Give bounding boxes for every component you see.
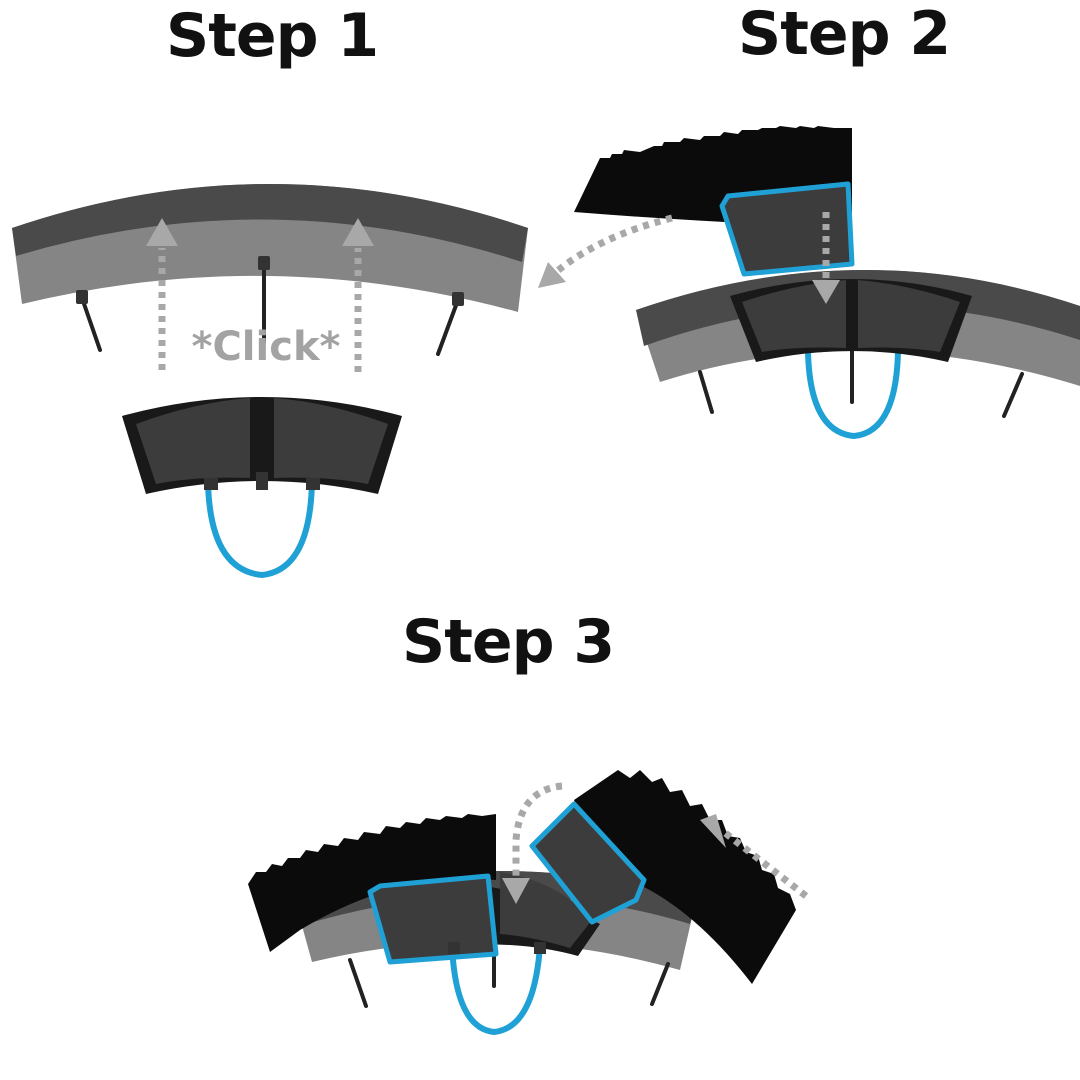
rim-section xyxy=(12,184,528,312)
step-2-illustration xyxy=(538,126,1080,440)
curved-arrow-icon xyxy=(538,214,673,288)
step-2-title: Step 2 xyxy=(738,0,951,69)
spokes xyxy=(80,260,460,356)
diagonal-arrow-icon xyxy=(700,814,809,899)
tubeless-insert xyxy=(367,801,647,1036)
step-3-illustration xyxy=(248,770,809,1036)
tubeless-insert xyxy=(719,181,972,440)
curved-arrow-icon xyxy=(502,782,563,904)
step-3-title: Step 3 xyxy=(402,607,615,677)
tubeless-insert xyxy=(122,397,402,579)
click-annotation: *Click* xyxy=(192,324,341,370)
up-arrow-icon xyxy=(158,248,362,372)
step-1-title: Step 1 xyxy=(166,1,379,71)
step-1-illustration: *Click* xyxy=(12,184,528,579)
tire-section xyxy=(574,770,796,984)
tire-section xyxy=(248,814,496,952)
down-arrow-icon xyxy=(812,212,840,304)
